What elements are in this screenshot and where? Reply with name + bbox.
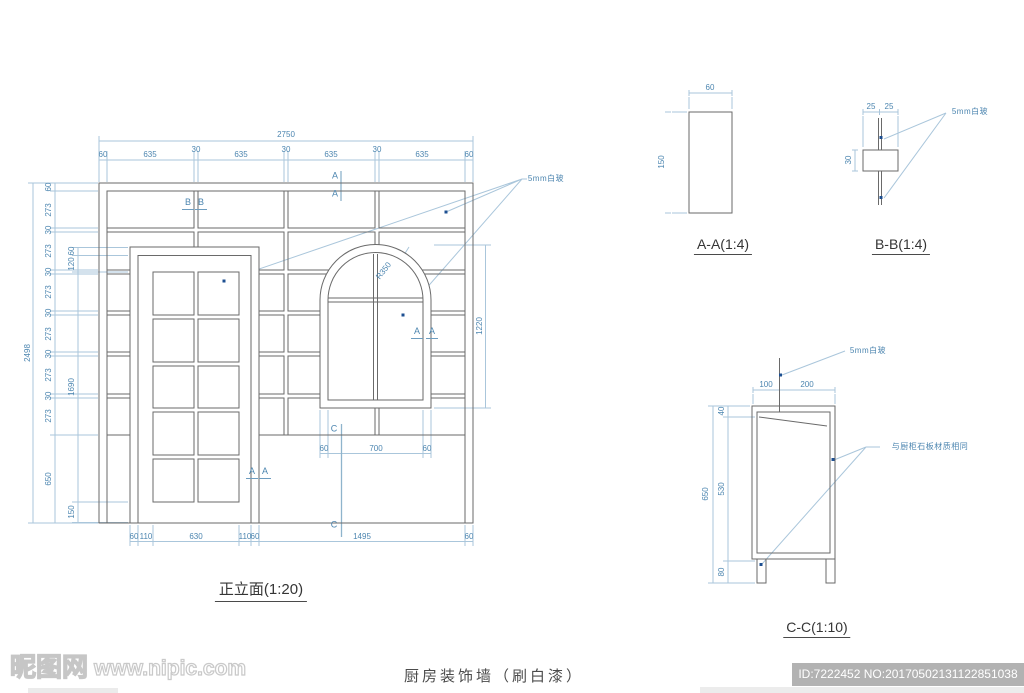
dim-label: 1690 [67, 378, 76, 396]
dim-label: 60 [98, 150, 108, 159]
dim-label: 150 [67, 505, 76, 519]
section-aa-linework [688, 111, 733, 214]
glass-note: 5mm白玻 [849, 346, 887, 355]
dim-label: 30 [44, 391, 53, 401]
dim-label: 630 [189, 532, 203, 541]
section-marker-a: A [258, 467, 272, 479]
dim-label: 60 [422, 444, 432, 453]
elevation-title: 正立面(1:20) [214, 581, 308, 602]
leader-dots [222, 136, 883, 566]
section-marker-c: C [330, 519, 338, 530]
dim-label: 700 [369, 444, 383, 453]
dim-label: 60 [464, 150, 474, 159]
dim-label: 635 [143, 150, 157, 159]
dim-label: 635 [324, 150, 338, 159]
dim-label: 273 [44, 203, 53, 217]
watermark: 昵图网 www.nipic.com [9, 652, 247, 682]
dim-label: 80 [717, 567, 726, 577]
dim-label: 25 [866, 102, 876, 111]
watermark-url: www.nipic.com [93, 657, 247, 681]
drawing-caption: 厨房装饰墙（刷白漆） [404, 668, 585, 685]
section-marker-a: A [331, 188, 339, 199]
dim-label: 40 [717, 406, 726, 416]
dim-label: 635 [234, 150, 248, 159]
cutoff-watermark-strip [28, 688, 118, 693]
section-cc-title: C-C(1:10) [783, 619, 851, 639]
dim-label: 110 [139, 532, 153, 541]
dim-label: 60 [319, 444, 329, 453]
dim-label: 110 [238, 532, 252, 541]
glass-note: 5mm白玻 [527, 174, 565, 183]
dim-label: 2750 [277, 130, 295, 139]
dim-label: 30 [44, 225, 53, 235]
dim-label: 30 [44, 308, 53, 318]
dim-label: 1495 [353, 532, 371, 541]
glass-note: 5mm白玻 [951, 107, 989, 116]
dim-label: 30 [191, 145, 201, 154]
dim-label: 273 [44, 409, 53, 423]
section-marker-c: C [330, 423, 338, 434]
section-bb-linework [862, 118, 899, 205]
dim-label: 30 [372, 145, 382, 154]
dim-label: 120 [67, 257, 76, 271]
dim-label: 273 [44, 368, 53, 382]
section-marker-a: A [331, 170, 339, 181]
dim-label: 25 [884, 102, 894, 111]
section-marker-a: A [410, 327, 424, 339]
dim-label: 650 [44, 472, 53, 486]
material-note: 与厨柜石板材质相同 [891, 442, 969, 451]
section-bb-title: B-B(1:4) [871, 236, 931, 256]
dim-label: 100 [759, 380, 773, 389]
dim-label: 60 [67, 246, 76, 256]
dim-label: 30 [44, 349, 53, 359]
dim-label: 60 [464, 532, 474, 541]
dim-label: 30 [844, 155, 853, 165]
dim-label: 200 [800, 380, 814, 389]
dim-label: 273 [44, 327, 53, 341]
dim-label: 30 [281, 145, 291, 154]
dim-label: 60 [44, 182, 53, 192]
dim-label: 60 [250, 532, 260, 541]
watermark-logo: 昵图网 [9, 652, 89, 682]
id-badge: ID:7222452 NO:20170502131122851038 [792, 663, 1024, 686]
dim-label: 530 [717, 482, 726, 496]
dim-label: 60 [705, 83, 715, 92]
dim-label: 635 [415, 150, 429, 159]
cutoff-watermark-strip [700, 687, 1024, 693]
section-cc-linework [751, 358, 836, 584]
section-marker-a: A [425, 327, 439, 339]
section-marker-b: B [181, 198, 195, 210]
section-aa-title: A-A(1:4) [693, 236, 753, 256]
dim-label: 273 [44, 244, 53, 258]
section-marker-b: B [194, 198, 208, 210]
dim-label: 1220 [475, 317, 484, 335]
elevation-arched-window [319, 244, 432, 409]
dim-label: 150 [657, 155, 666, 169]
elevation-door [129, 246, 260, 524]
dim-label: 273 [44, 285, 53, 299]
section-cut-lines [340, 171, 343, 537]
section-marker-a: A [245, 467, 259, 479]
dim-label: 2498 [23, 344, 32, 362]
dimension-lines [28, 90, 947, 584]
dim-label: 30 [44, 267, 53, 277]
dim-label: 60 [129, 532, 139, 541]
dim-label: 650 [701, 487, 710, 501]
